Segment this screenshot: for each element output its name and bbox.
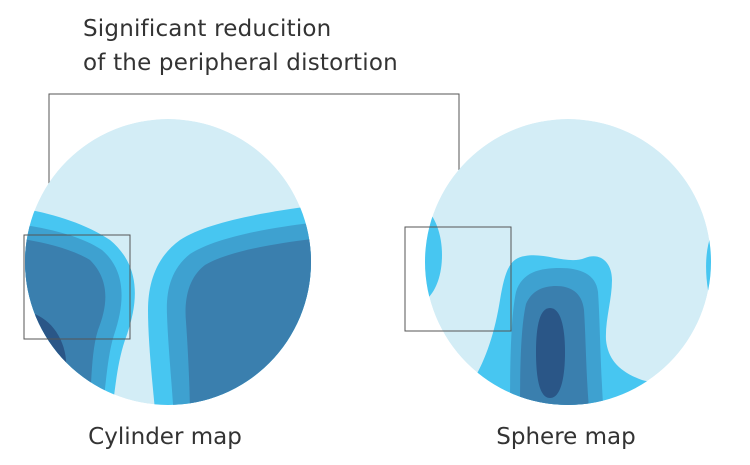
cylinder-right-band-3: [185, 238, 311, 405]
callout-connector: [48, 93, 460, 235]
distortion-annotation: Significant reducition of the peripheral…: [83, 12, 503, 80]
cylinder-map: [25, 119, 311, 405]
sphere-right-edge-band: [706, 225, 711, 300]
annotation-line-1: Significant reducition: [83, 16, 332, 42]
cylinder-map-label: Cylinder map: [88, 424, 242, 450]
sphere-center-band-4: [536, 308, 565, 398]
sphere-map-label: Sphere map: [496, 424, 636, 450]
annotation-line-2: of the peripheral distortion: [83, 50, 398, 76]
sphere-focus-box: [404, 226, 512, 332]
sphere-map: [425, 119, 711, 405]
cylinder-focus-box: [23, 234, 131, 340]
